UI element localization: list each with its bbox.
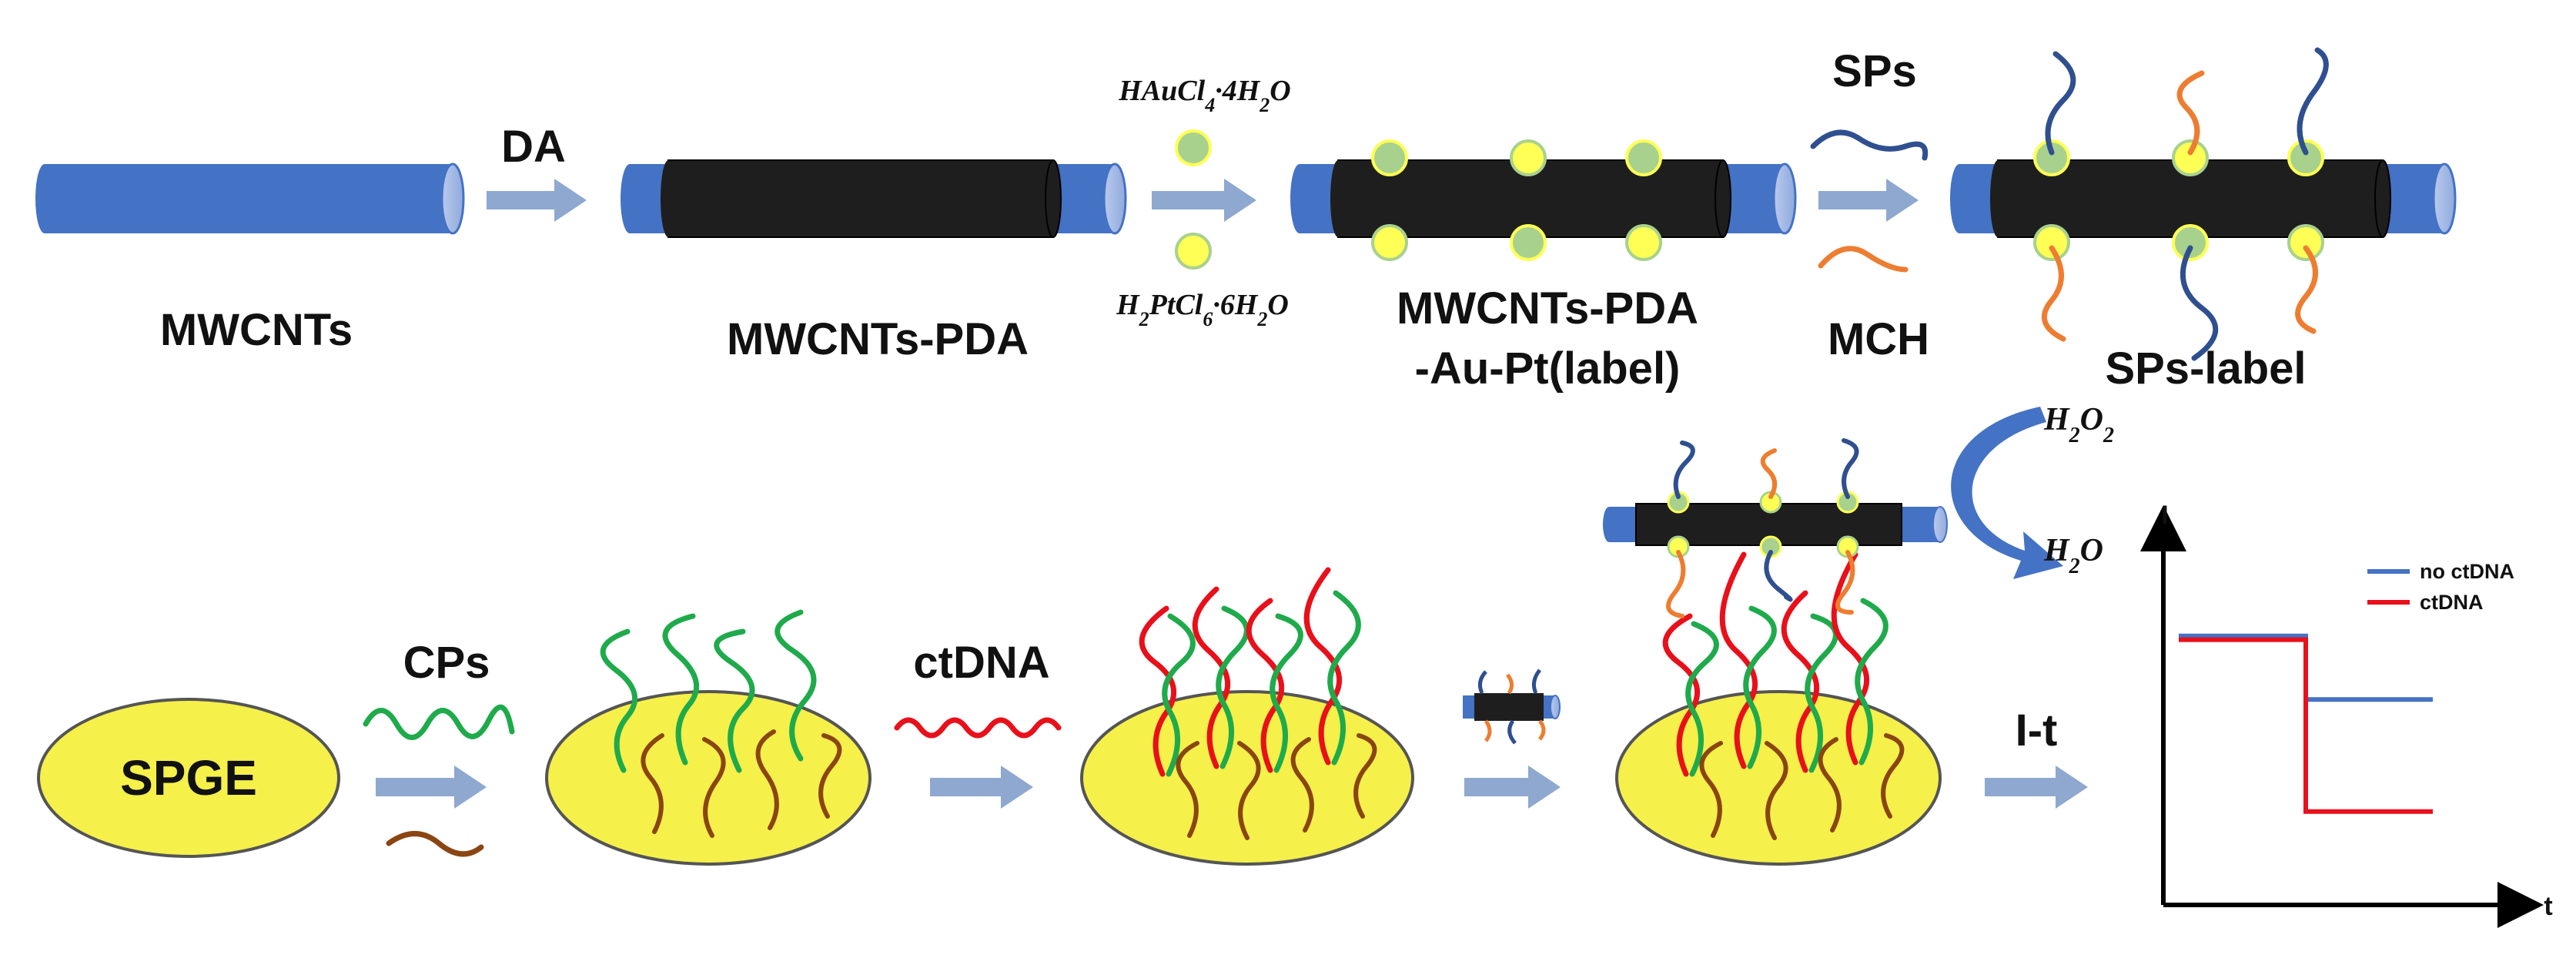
electrode-cps [545, 609, 871, 866]
legend: no ctDNA ctDNA [2367, 560, 2514, 614]
label-mwcnts-pda-au-pt-line2: -Au-Pt(label) [1415, 343, 1681, 394]
arrow-da [487, 179, 587, 222]
arrow-au-pt [1152, 179, 1256, 222]
i-t-chart: I t no ctDNA ctDNA [2140, 501, 2553, 928]
au-nanoparticle [1175, 129, 1212, 166]
arrow-i-t [1985, 766, 2088, 809]
label-mwcnts-pda: MWCNTs-PDA [727, 314, 1029, 364]
label-mwcnts: MWCNTs [160, 305, 353, 355]
legend-label-ctdna: ctDNA [2420, 591, 2484, 614]
y-axis-label: I [2161, 501, 2168, 530]
series-line-ctdna [2179, 637, 2433, 814]
label-sps-label: SPs-label [2105, 343, 2306, 394]
sp-strand-icon [1810, 129, 1929, 161]
electrode-hybridized [1080, 567, 1414, 866]
legend-label-no-ctdna: no ctDNA [2420, 560, 2514, 583]
label-sps: SPs [1832, 46, 1917, 96]
electrode-sandwich [1615, 551, 1942, 866]
arrow-label-binding [1464, 766, 1561, 809]
h2o-formula: H2O [2043, 533, 2103, 578]
ctdna-strand-icon [894, 717, 1062, 739]
series-layer [2179, 633, 2433, 814]
label-mch: MCH [1828, 314, 1929, 364]
label-spge: SPGE [120, 750, 257, 806]
mwcnt-tube [35, 163, 465, 235]
label-mwcnts-pda-au-pt-line1: MWCNTs-PDA [1397, 283, 1698, 333]
haucl4-formula: HAuCl4·4H2O [1118, 75, 1290, 116]
mwcnt-pda-au-pt-tube [1290, 139, 1797, 261]
mch-strand-icon [1818, 246, 1909, 273]
label-i-t: I-t [2016, 705, 2058, 756]
h2o2-formula: H2O2 [2043, 402, 2114, 447]
pt-nanoparticle [1175, 233, 1212, 270]
label-da: DA [501, 122, 566, 172]
label-cps: CPs [403, 638, 490, 688]
h2o2-curve-arrow [1951, 407, 2063, 579]
sps-label-tube [1950, 47, 2457, 361]
small-sps-label-icon [1463, 668, 1561, 745]
arrow-ctdna [930, 766, 1033, 809]
bound-sps-label-tube [1603, 438, 1948, 618]
arrow-cps [376, 766, 487, 809]
label-ctdna: ctDNA [913, 638, 1049, 688]
mwcnt-pda-tube [621, 159, 1127, 238]
spge-electrode [37, 698, 340, 858]
cp-strand-icon [363, 704, 515, 740]
mch-strand-icon-2 [386, 831, 484, 857]
arrow-sps-mch [1818, 179, 1919, 222]
x-axis-label: t [2544, 892, 2552, 921]
h2ptcl6-formula: H2PtCl6·6H2O [1116, 289, 1289, 330]
